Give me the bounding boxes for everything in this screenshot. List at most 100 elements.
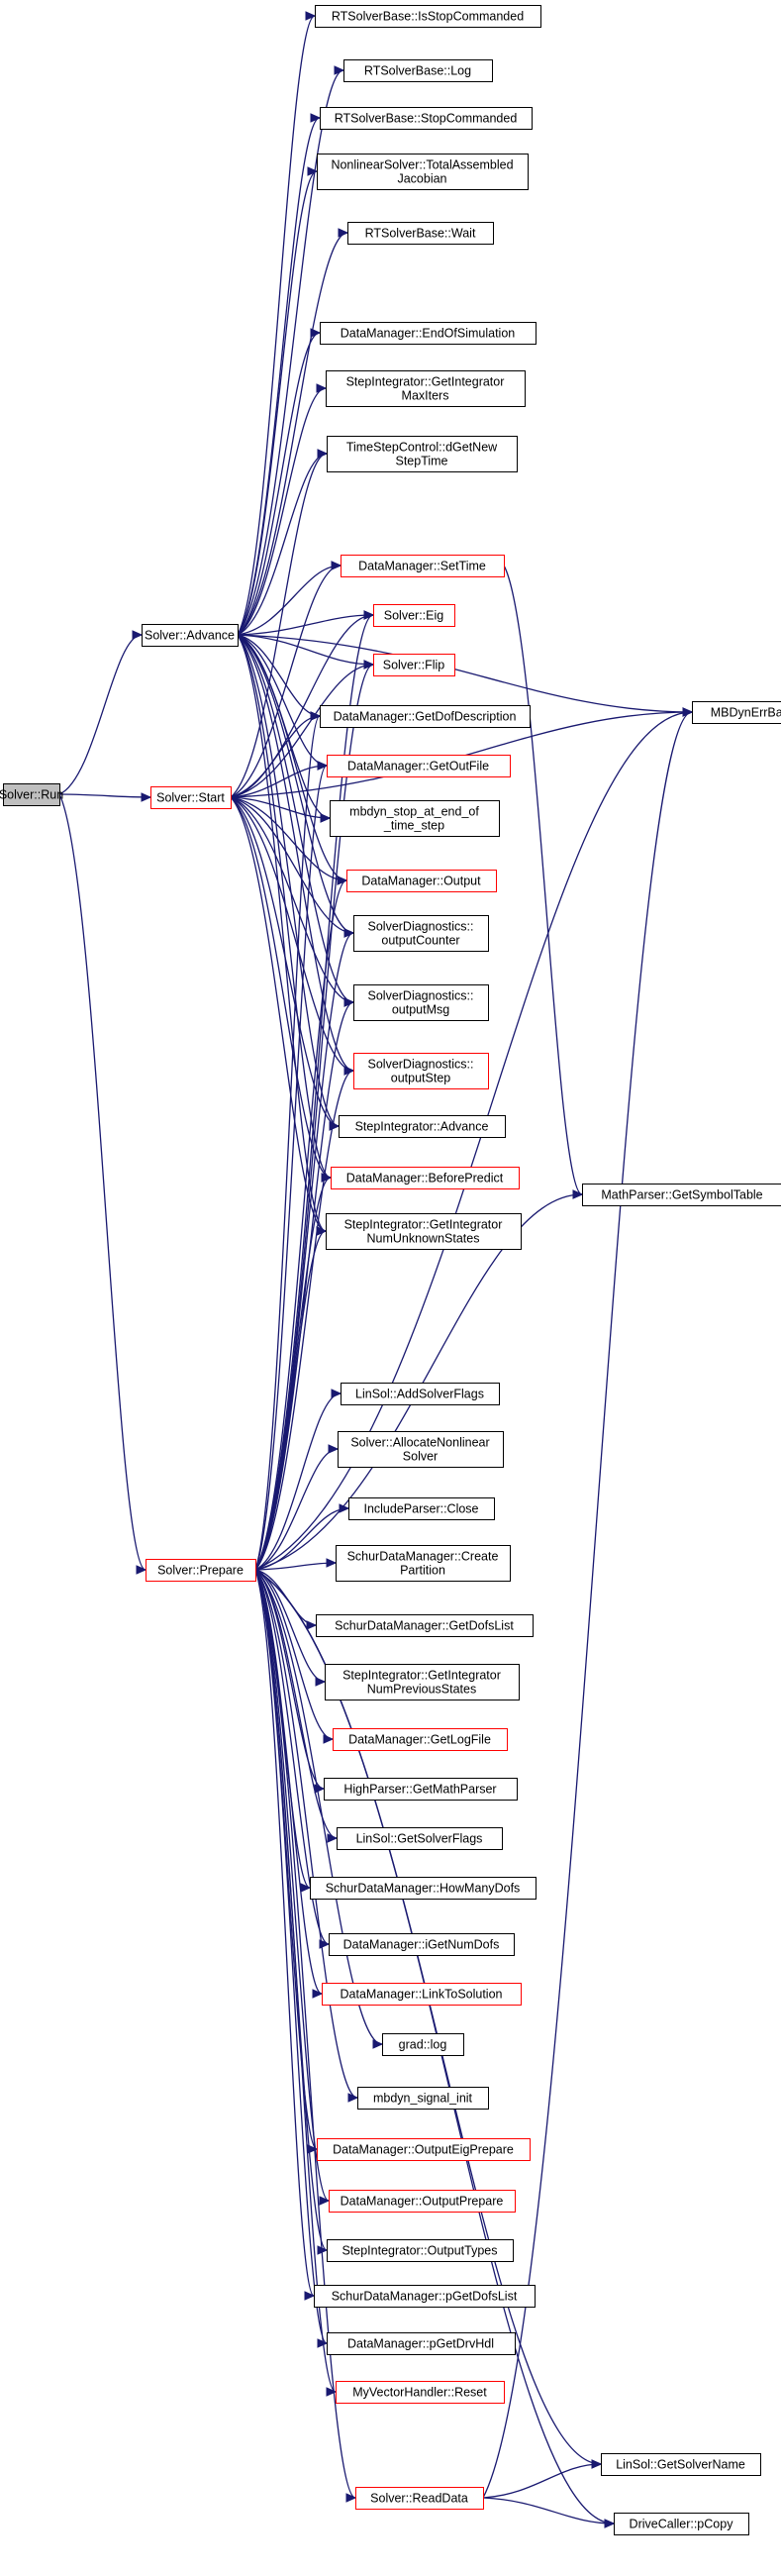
node-log[interactable]: RTSolverBase::Log — [343, 59, 493, 82]
arrowhead-prepare-createpart — [326, 1558, 338, 1568]
node-label: StepIntegrator::GetIntegrator — [342, 1669, 501, 1683]
node-output[interactable]: DataManager::Output — [346, 870, 497, 892]
node-getsolverflags[interactable]: LinSol::GetSolverFlags — [337, 1827, 503, 1850]
edge-prepare-getdofdesc — [254, 715, 321, 1571]
node-mbdynstop[interactable]: mbdyn_stop_at_end_of_time_step — [330, 800, 500, 837]
edge-prepare-ipclose — [254, 1507, 349, 1571]
edge-prepare-readdata — [254, 1569, 356, 2499]
node-outcounter[interactable]: SolverDiagnostics::outputCounter — [353, 915, 489, 952]
arrowhead-prepare-allocnl — [328, 1444, 340, 1454]
node-linktosol[interactable]: DataManager::LinkToSolution — [322, 1983, 522, 2006]
node-label: LinSol::GetSolverFlags — [356, 1832, 483, 1846]
node-label: MyVectorHandler::Reset — [352, 2386, 487, 2400]
node-howmanydofs[interactable]: SchurDataManager::HowManyDofs — [310, 1877, 537, 1900]
node-getsolvername[interactable]: LinSol::GetSolverName — [601, 2453, 761, 2476]
node-flip[interactable]: Solver::Flip — [373, 654, 455, 676]
node-what[interactable]: MBDynErrBase::what — [692, 701, 781, 724]
node-endsim[interactable]: DataManager::EndOfSimulation — [320, 322, 537, 345]
node-advance[interactable]: Solver::Advance — [142, 624, 239, 647]
edge-advance-output — [237, 634, 347, 881]
node-getdofdesc[interactable]: DataManager::GetDofDescription — [320, 705, 531, 728]
node-pcopy[interactable]: DriveCaller::pCopy — [614, 2513, 749, 2535]
node-label: Solver::Flip — [383, 659, 445, 672]
node-label: StepIntegrator::Advance — [355, 1120, 489, 1134]
node-label: DataManager::SetTime — [358, 560, 486, 573]
edge-prepare-pgetdofslist — [254, 1569, 315, 2297]
edge-advance-endsim — [237, 332, 321, 636]
node-label: DataManager::GetLogFile — [348, 1733, 491, 1747]
node-pgetdofslist[interactable]: SchurDataManager::pGetDofsList — [314, 2285, 536, 2308]
node-addsolverflags[interactable]: LinSol::AddSolverFlags — [341, 1383, 500, 1405]
arrowhead-prepare-ipclose — [339, 1503, 350, 1513]
node-box — [320, 705, 531, 728]
node-isstop[interactable]: RTSolverBase::IsStopCommanded — [315, 5, 541, 28]
node-igetnumdofs[interactable]: DataManager::iGetNumDofs — [329, 1933, 515, 1956]
edge-prepare-eig — [254, 614, 374, 1571]
node-label: Partition — [400, 1564, 445, 1578]
node-box — [317, 154, 529, 190]
node-ipclose[interactable]: IncludeParser::Close — [348, 1497, 495, 1520]
node-label: LinSol::GetSolverName — [616, 2458, 745, 2472]
arrowhead-advance-maxiters — [316, 383, 328, 393]
node-run[interactable]: Solver::Run — [0, 783, 63, 806]
edge-prepare-output — [254, 879, 347, 1571]
node-settime[interactable]: DataManager::SetTime — [341, 555, 505, 577]
node-wait[interactable]: RTSolverBase::Wait — [347, 222, 494, 245]
node-outeigprep[interactable]: DataManager::OutputEigPrepare — [317, 2138, 531, 2161]
edge-settime-symtable — [503, 565, 583, 1195]
node-box — [142, 624, 239, 647]
node-outtypes[interactable]: StepIntegrator::OutputTypes — [327, 2239, 514, 2262]
node-getoutfile[interactable]: DataManager::GetOutFile — [327, 755, 511, 777]
node-label: Solver::Start — [156, 791, 225, 805]
node-start[interactable]: Solver::Start — [150, 786, 232, 809]
node-getlogfile[interactable]: DataManager::GetLogFile — [333, 1728, 508, 1751]
node-reset[interactable]: MyVectorHandler::Reset — [336, 2381, 505, 2404]
node-label: DataManager::LinkToSolution — [341, 1988, 503, 2002]
node-readdata[interactable]: Solver::ReadData — [355, 2487, 484, 2510]
node-label: NumUnknownStates — [367, 1232, 480, 1246]
node-box — [373, 604, 455, 627]
node-outprep[interactable]: DataManager::OutputPrepare — [329, 2190, 516, 2213]
node-box — [346, 870, 497, 892]
node-label: NumPreviousStates — [367, 1683, 476, 1697]
node-siginit[interactable]: mbdyn_signal_init — [357, 2087, 489, 2110]
node-gradlog[interactable]: grad::log — [382, 2033, 464, 2056]
node-box — [326, 1213, 522, 1250]
node-label: RTSolverBase::Log — [364, 64, 471, 78]
node-prepare[interactable]: Solver::Prepare — [146, 1559, 256, 1582]
node-symtable[interactable]: MathParser::GetSymbolTable — [582, 1184, 781, 1206]
node-getdofslist[interactable]: SchurDataManager::GetDofsList — [316, 1614, 534, 1637]
node-label: SchurDataManager::GetDofsList — [335, 1619, 514, 1633]
node-box — [353, 984, 489, 1021]
node-outmsg[interactable]: SolverDiagnostics::outputMsg — [353, 984, 489, 1021]
node-label: SolverDiagnostics:: — [368, 989, 474, 1003]
node-box — [320, 322, 537, 345]
node-box — [355, 2487, 484, 2510]
node-getmathparser[interactable]: HighParser::GetMathParser — [324, 1778, 518, 1801]
edge-prepare-allocnl — [254, 1448, 339, 1571]
node-box — [601, 2453, 761, 2476]
edge-start-dgetnew — [230, 453, 328, 798]
node-box — [614, 2513, 749, 2535]
node-numunknown[interactable]: StepIntegrator::GetIntegratorNumUnknownS… — [326, 1213, 522, 1250]
node-siadvance[interactable]: StepIntegrator::Advance — [339, 1115, 506, 1138]
node-box — [314, 2285, 536, 2308]
node-numprev[interactable]: StepIntegrator::GetIntegratorNumPrevious… — [325, 1664, 520, 1700]
node-eig[interactable]: Solver::Eig — [373, 604, 455, 627]
edge-run-start — [58, 793, 151, 798]
node-box — [333, 1728, 508, 1751]
arrowhead-prepare-gradlog — [372, 2039, 384, 2049]
arrowhead-run-start — [141, 792, 152, 802]
node-beforepredict[interactable]: DataManager::BeforePredict — [331, 1167, 520, 1189]
node-stopcmd[interactable]: RTSolverBase::StopCommanded — [320, 107, 533, 130]
node-outstep[interactable]: SolverDiagnostics::outputStep — [353, 1053, 489, 1089]
node-pgetdrvhdl[interactable]: DataManager::pGetDrvHdl — [327, 2332, 516, 2355]
arrowhead-settime-symtable — [572, 1189, 584, 1199]
node-label: DataManager::OutputEigPrepare — [333, 2143, 514, 2157]
edge-start-what — [230, 711, 693, 798]
